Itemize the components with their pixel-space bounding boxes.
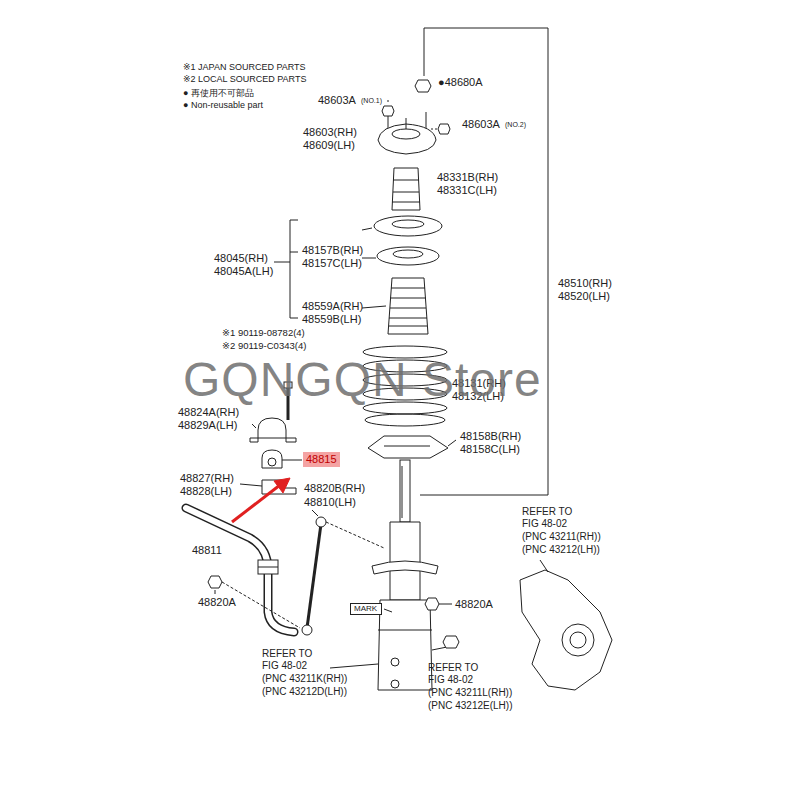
part-number: 48829A(LH) [178, 419, 237, 432]
part-number: 48045A(LH) [214, 265, 273, 278]
reference-note: (PNC 43211(RH)) [522, 531, 601, 543]
part-number: ※2 90119-C0343(4) [222, 341, 306, 352]
part-number: 48810(LH) [304, 496, 356, 509]
part-number: 48559A(RH) [302, 300, 363, 313]
reference-note: (PNC 43211L(RH)) [428, 687, 512, 699]
reference-note: FIG 48-02 [262, 660, 307, 672]
part-number: 48331C(LH) [437, 184, 497, 197]
part-number: 48157B(RH) [302, 244, 363, 257]
part-number: 48157C(LH) [302, 257, 362, 270]
part-number: 48603(RH) [303, 126, 357, 139]
part-number: 48827(RH) [180, 472, 234, 485]
reference-note: REFER TO [522, 506, 572, 518]
part-number: 48331B(RH) [437, 171, 498, 184]
reference-note: REFER TO [428, 662, 478, 674]
reference-note: FIG 48-02 [428, 674, 473, 686]
part-number: 48828(LH) [180, 485, 232, 498]
highlight-box: 48815 [303, 452, 340, 467]
mark-box: MARK [350, 603, 382, 615]
reference-note: (PNC 43211K(RH)) [262, 673, 347, 685]
part-note: (NO.1) [361, 97, 382, 105]
note-text: ※1 JAPAN SOURCED PARTS [183, 62, 306, 72]
reference-note: FIG 48-02 [522, 518, 567, 530]
box-text: MARK [354, 604, 378, 613]
part-note: (NO.2) [505, 121, 526, 129]
part-number: 48820B(RH) [304, 482, 365, 495]
reference-note: REFER TO [262, 648, 312, 660]
watermark: GQNGQN Store [183, 352, 542, 407]
note-text: ※2 LOCAL SOURCED PARTS [183, 74, 306, 84]
reference-note: (PNC 43212(LH)) [522, 544, 600, 556]
part-number: 48045(RH) [214, 252, 268, 265]
part-number: 48510(RH) [558, 277, 612, 290]
part-number: 48158C(LH) [460, 443, 520, 456]
reference-note: (PNC 43212D(LH)) [262, 686, 347, 698]
part-number: ※1 90119-08782(4) [222, 328, 305, 339]
part-number: 48603A [462, 118, 500, 131]
part-number: 48609(LH) [303, 139, 355, 152]
box-text: 48815 [306, 453, 337, 466]
note-text: ● 再使用不可部品 [183, 88, 254, 98]
part-number: 48820A [198, 596, 236, 609]
note-text: ● Non-reusable part [183, 100, 263, 110]
part-number: 48603A [318, 94, 356, 107]
reference-note: (PNC 43212E(LH)) [428, 700, 512, 712]
part-number: 48824A(RH) [178, 406, 239, 419]
part-number: 48820A [455, 598, 493, 611]
part-number: 48811 [192, 544, 222, 557]
part-number: 48559B(LH) [302, 313, 361, 326]
part-number: ●48680A [438, 76, 483, 89]
part-number: 48158B(RH) [460, 430, 521, 443]
part-number: 48520(LH) [558, 290, 610, 303]
